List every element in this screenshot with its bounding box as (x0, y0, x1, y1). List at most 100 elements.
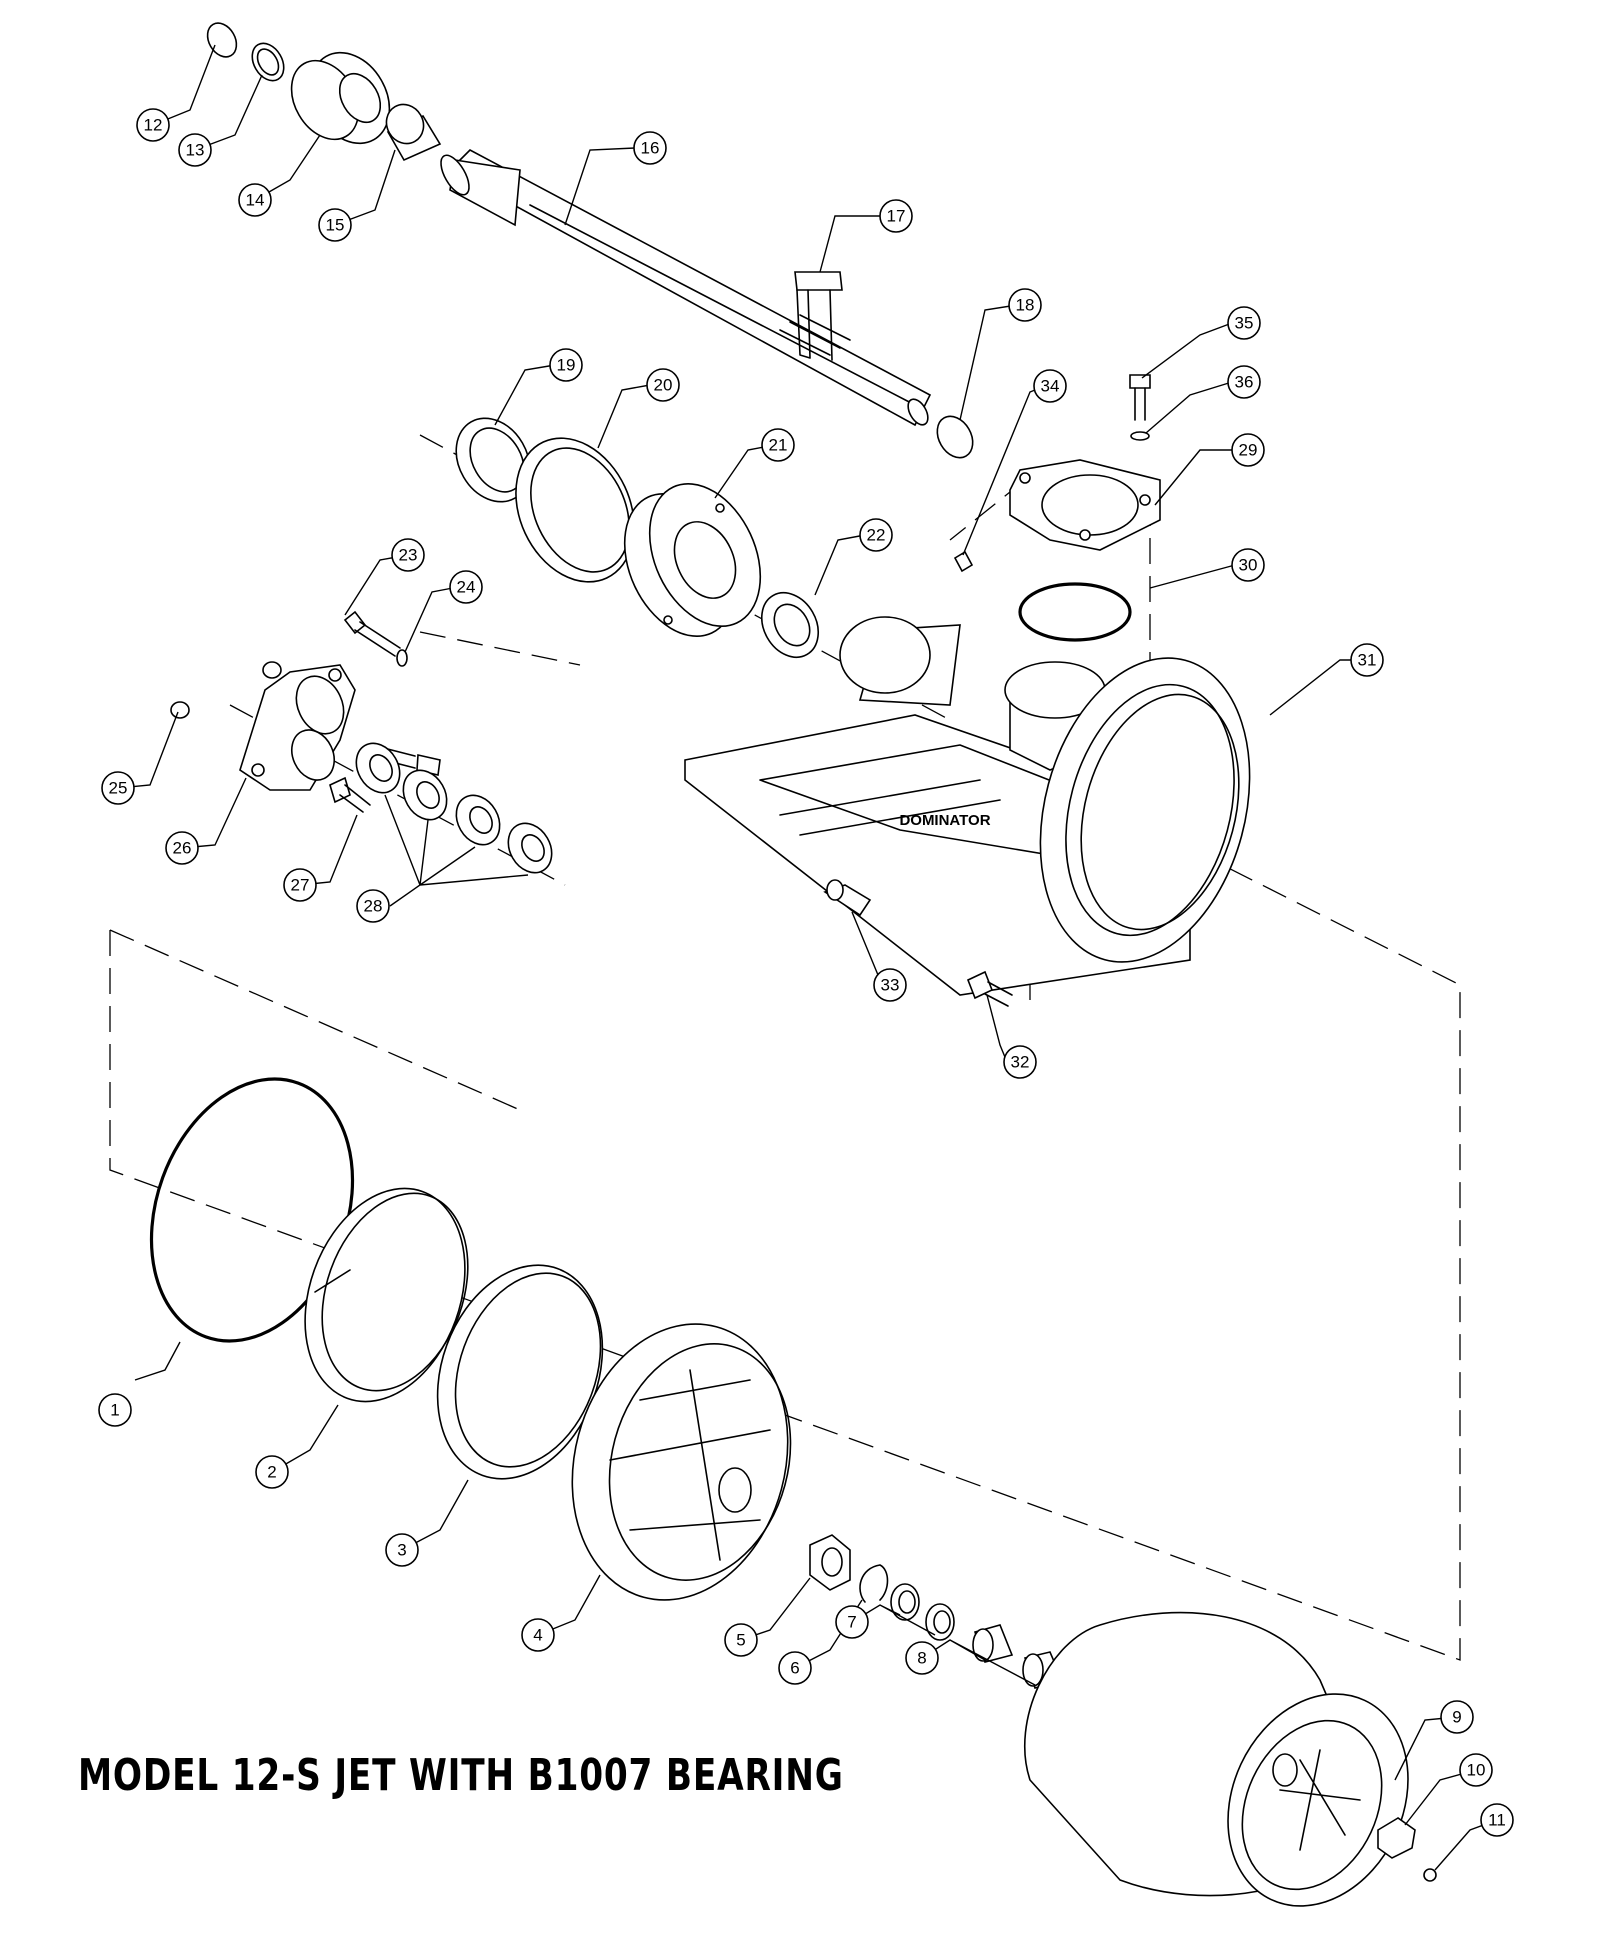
callout-13: 13 (178, 133, 212, 167)
svg-text:13: 13 (186, 141, 205, 160)
part-13-washer (251, 42, 285, 82)
bearing-housing-stack (455, 417, 820, 658)
svg-text:2: 2 (267, 1463, 276, 1482)
callout-12: 12 (136, 108, 170, 142)
part-30-o-ring (1018, 582, 1132, 642)
part-23-bolt (343, 610, 401, 657)
svg-text:6: 6 (790, 1659, 799, 1678)
callout-29: 29 (1231, 433, 1265, 467)
part-29-adapter (1009, 459, 1161, 551)
callout-26: 26 (165, 831, 199, 865)
callout-33: 33 (873, 968, 907, 1002)
svg-text:1: 1 (110, 1401, 119, 1420)
callout-8: 8 (905, 1641, 939, 1675)
part-2-wear-ring (304, 1187, 469, 1403)
svg-text:26: 26 (173, 839, 192, 858)
svg-text:9: 9 (1452, 1708, 1461, 1727)
part-18-snap-ring (936, 415, 974, 459)
svg-text:22: 22 (867, 526, 886, 545)
svg-text:16: 16 (641, 139, 660, 158)
callout-27: 27 (283, 868, 317, 902)
part-28-bushings (355, 742, 553, 874)
part-26-bearing-cap (239, 664, 356, 791)
svg-text:35: 35 (1235, 314, 1254, 333)
callout-20: 20 (646, 368, 680, 402)
part-35-bolt (1129, 374, 1151, 421)
svg-text:21: 21 (769, 436, 788, 455)
svg-text:36: 36 (1235, 373, 1254, 392)
part-34-grease-fitting (953, 550, 974, 573)
shaft-assembly (206, 22, 974, 459)
callout-9: 9 (1440, 1700, 1474, 1734)
part-20-ring (515, 437, 635, 583)
callout-1: 1 (98, 1393, 132, 1427)
part-24-washer (396, 649, 408, 667)
callout-24: 24 (449, 570, 483, 604)
callout-25: 25 (101, 771, 135, 805)
housing-brand-label: DOMINATOR (899, 812, 990, 829)
svg-text:29: 29 (1239, 441, 1258, 460)
callout-31: 31 (1350, 643, 1384, 677)
fasteners-left (170, 610, 553, 874)
svg-text:17: 17 (887, 207, 906, 226)
callout-6: 6 (778, 1651, 812, 1685)
svg-text:20: 20 (654, 376, 673, 395)
part-17-key (794, 271, 843, 361)
callout-22: 22 (859, 518, 893, 552)
part-7-washers (890, 1583, 955, 1641)
callout-32: 32 (1003, 1045, 1037, 1079)
svg-text:24: 24 (457, 578, 476, 597)
svg-text:23: 23 (399, 546, 418, 565)
callout-28: 28 (356, 889, 390, 923)
part-10-plug (1377, 1817, 1416, 1859)
callout-36: 36 (1227, 365, 1261, 399)
part-36-washer (1130, 431, 1150, 441)
callout-16: 16 (633, 131, 667, 165)
callout-19: 19 (549, 348, 583, 382)
svg-text:27: 27 (291, 876, 310, 895)
intake-housing: DOMINATOR (684, 374, 1251, 1007)
callout-17: 17 (879, 199, 913, 233)
callout-4: 4 (521, 1618, 555, 1652)
callout-21: 21 (761, 428, 795, 462)
svg-text:10: 10 (1467, 1761, 1486, 1780)
part-33-fitting (823, 879, 872, 917)
callout-11: 11 (1480, 1803, 1514, 1837)
svg-text:8: 8 (917, 1649, 926, 1668)
part-32-bolt (966, 970, 1013, 1007)
callout-5: 5 (724, 1623, 758, 1657)
callouts: 12 13 14 15 16 17 18 19 20 21 22 23 24 2… (98, 108, 1514, 1837)
part-16-shaft (440, 149, 932, 427)
diagram-title: MODEL 12-S JET WITH B1007 BEARING (78, 1750, 844, 1801)
svg-text:5: 5 (736, 1631, 745, 1650)
svg-text:28: 28 (364, 897, 383, 916)
callout-2: 2 (255, 1455, 289, 1489)
svg-text:3: 3 (397, 1541, 406, 1560)
part-12-snap-ring (206, 22, 238, 58)
callout-34: 34 (1033, 369, 1067, 403)
part-31-main-housing: DOMINATOR (684, 616, 1251, 996)
part-6-clip (859, 1564, 889, 1603)
svg-text:7: 7 (847, 1613, 856, 1632)
callout-3: 3 (385, 1533, 419, 1567)
svg-text:11: 11 (1488, 1811, 1506, 1830)
callout-7: 7 (835, 1605, 869, 1639)
callout-35: 35 (1227, 306, 1261, 340)
svg-text:4: 4 (533, 1626, 542, 1645)
svg-text:31: 31 (1358, 651, 1377, 670)
callout-18: 18 (1008, 288, 1042, 322)
part-21-bearing-carrier (623, 483, 762, 637)
svg-text:14: 14 (246, 191, 265, 210)
svg-text:15: 15 (326, 216, 345, 235)
svg-text:12: 12 (144, 116, 163, 135)
callout-14: 14 (238, 183, 272, 217)
part-19-seal (455, 417, 531, 503)
part-22-washer (760, 592, 820, 658)
svg-text:33: 33 (881, 976, 900, 995)
part-15-sleeve (385, 103, 442, 162)
callout-23: 23 (391, 538, 425, 572)
pump-stage (149, 1077, 1437, 1907)
callout-15: 15 (318, 208, 352, 242)
callout-30: 30 (1231, 548, 1265, 582)
